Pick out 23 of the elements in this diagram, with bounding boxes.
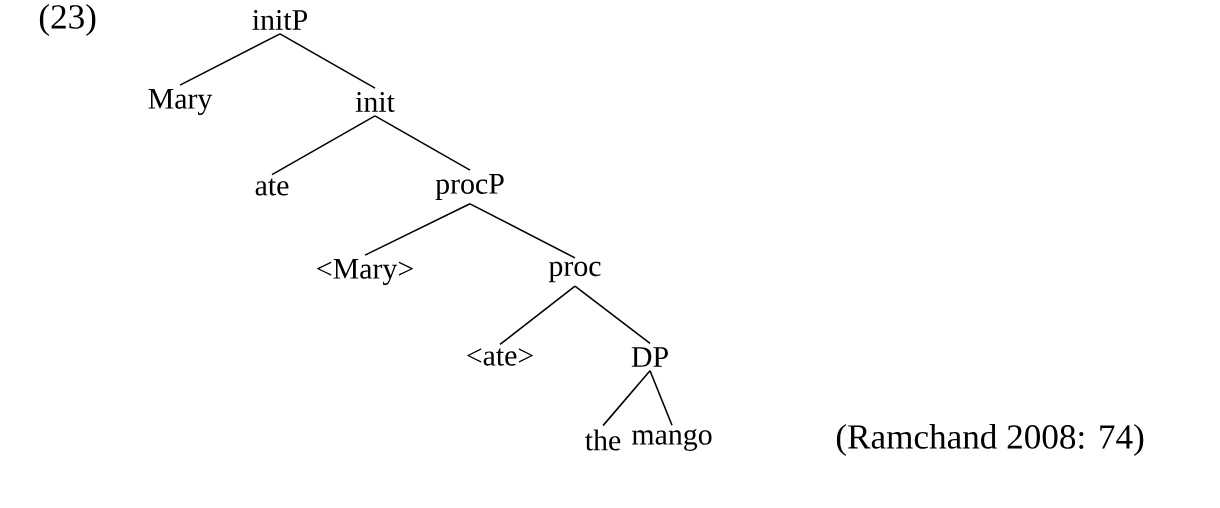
tree-branch (374, 115, 471, 171)
tree-branch (179, 33, 281, 86)
tree-branch (364, 203, 471, 256)
tree-label: <ate> (467, 348, 533, 366)
tree-branch (602, 369, 651, 427)
tree-branch (469, 203, 576, 259)
tree-label: ate (255, 178, 289, 196)
example-number: (23) (39, 4, 96, 36)
tree-label: procP (435, 174, 504, 200)
tree-label: initP (252, 9, 308, 31)
tree-label: init (355, 91, 395, 113)
tree-label: <Mary> (317, 259, 413, 285)
citation: (Ramchand 2008: 74) (836, 424, 1144, 456)
tree-branch (649, 369, 673, 427)
tree-branch (574, 285, 651, 345)
tree-label: Mary (148, 89, 213, 115)
tree-label: the (585, 429, 621, 451)
tree-label: proc (548, 261, 601, 283)
tree-branch (271, 115, 376, 176)
tree-branch (499, 285, 576, 346)
tree-label: mango (632, 429, 712, 451)
tree-branch (279, 33, 376, 89)
tree-label: DP (631, 347, 668, 367)
